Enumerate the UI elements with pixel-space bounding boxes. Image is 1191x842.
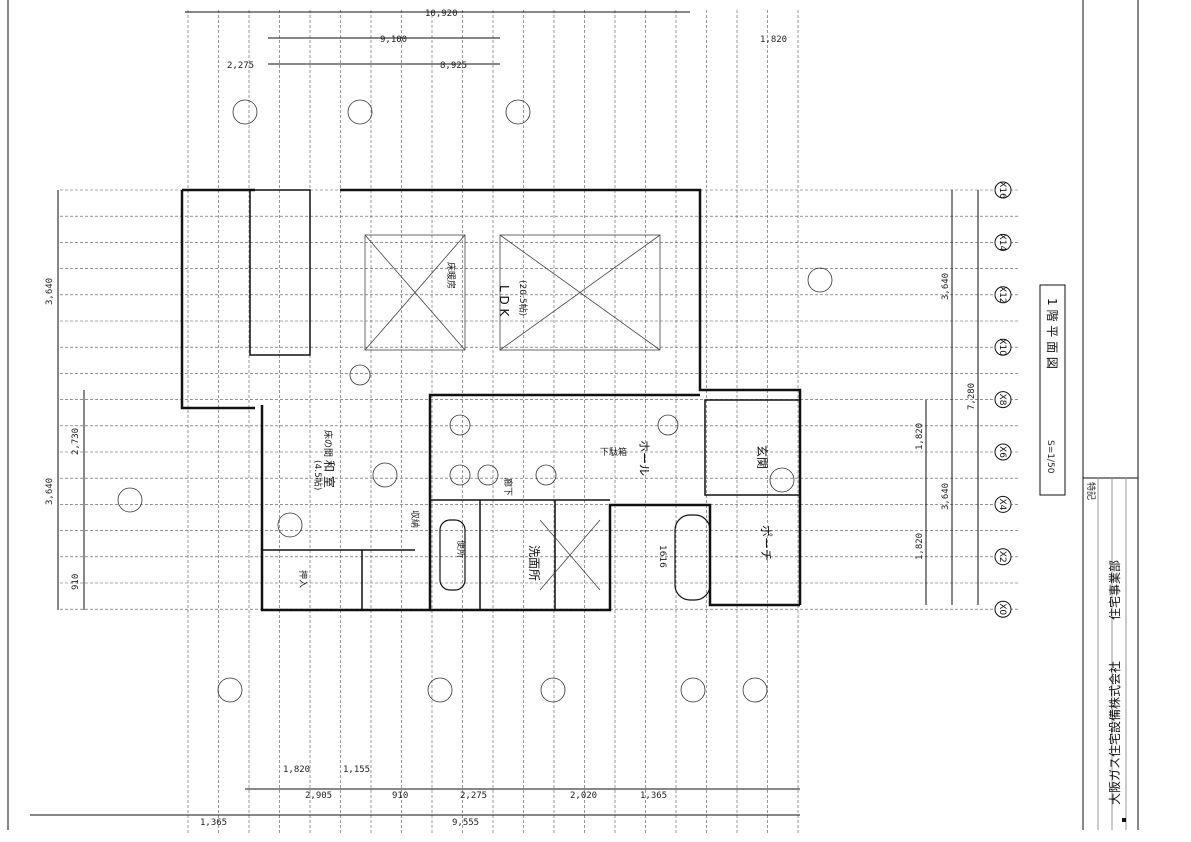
window-symbols	[117, 99, 833, 703]
dim-right-2: 7,280	[967, 383, 977, 410]
top-dimensions: 10,920 9,100 8,925 2,275 1,820	[185, 9, 787, 71]
grid-label: X2	[997, 551, 1007, 563]
room-ldk-size: (20.5帖)	[517, 280, 529, 316]
left-dimensions: 3,640 3,640 2,730 910	[7, 0, 85, 830]
grid-label: X6	[997, 446, 1007, 458]
grid-label: X10	[997, 338, 1007, 356]
dim-top-2: 9,100	[380, 35, 407, 45]
bottom-dimensions: 1,820 1,155 2,905 910 2,275 2,020 1,365 …	[30, 765, 800, 828]
room-ldk: L D K	[497, 285, 511, 318]
notes-label: 特記	[1085, 482, 1097, 500]
dim-right-3: 1,820	[915, 423, 925, 450]
dim-bottom-8: 1,365	[200, 818, 227, 828]
drawing-scale: S=1/50	[1045, 440, 1055, 474]
grid-bubble	[994, 495, 1012, 513]
dim-bottom-1: 1,820	[283, 765, 310, 775]
grid-bubble	[994, 548, 1012, 566]
dim-left-2: 3,640	[45, 478, 55, 505]
room-labels: L D K (20.5帖) 床暖房 和 室 (4.5帖) 床の間 押入 ホール …	[297, 262, 773, 588]
grid-label: X0	[997, 603, 1007, 615]
room-genkan: 玄関	[755, 445, 770, 469]
dim-top-5: 1,820	[760, 35, 787, 45]
grid-bubble	[994, 286, 1012, 304]
room-oshiire: 押入	[297, 570, 309, 588]
grid-bubble	[994, 338, 1012, 356]
dim-bottom-total: 9,555	[452, 818, 479, 828]
grid-bubble	[994, 391, 1012, 409]
room-senmen: 洗面所	[527, 545, 541, 581]
title-block: 1 階 平 面 図 S=1/50 特記 大阪ガス住宅設備株式会社 住宅事業部	[1039, 0, 1139, 830]
grid-bubble	[994, 443, 1012, 461]
right-dimensions: 3,640 7,280 1,820 3,640 1,820	[915, 190, 979, 605]
grid-label: X4	[997, 498, 1007, 510]
room-porch: ポーチ	[759, 525, 773, 561]
room-washitsu: 和 室	[322, 460, 337, 488]
room-storage: 収納	[409, 510, 421, 528]
dim-left-4: 910	[71, 574, 81, 590]
dim-right-5: 1,820	[915, 533, 925, 560]
grid-bubble	[994, 600, 1012, 618]
room-bath: 1616	[657, 545, 667, 568]
dim-bottom-5: 2,275	[460, 791, 487, 801]
dim-bottom-7: 1,365	[640, 791, 667, 801]
dim-bottom-3: 2,905	[305, 791, 332, 801]
room-shoe-box: 下駄箱	[600, 446, 627, 458]
dim-left-3: 2,730	[71, 428, 81, 455]
company-name: 大阪ガス住宅設備株式会社	[1107, 661, 1122, 805]
walls	[180, 188, 802, 612]
grid-bubble	[994, 181, 1012, 199]
dim-top-3: 8,925	[440, 61, 467, 71]
grid-label: X14	[997, 234, 1007, 252]
grid-label: X16	[997, 181, 1007, 199]
floor-heating-marks	[364, 234, 661, 591]
grid-lines	[60, 10, 1020, 835]
dim-left-1: 3,640	[45, 278, 55, 305]
dim-bottom-6: 2,020	[570, 791, 597, 801]
division-name: 住宅事業部	[1107, 560, 1122, 620]
grid-label: X12	[997, 286, 1007, 304]
room-corridor: 廊下	[502, 478, 514, 496]
drawing-title: 1 階 平 面 図	[1045, 298, 1060, 369]
dim-bottom-2: 1,155	[343, 765, 370, 775]
grid-label: X8	[997, 394, 1007, 406]
dim-right-1: 3,640	[941, 273, 951, 300]
room-toilet: 便所	[455, 540, 467, 558]
grid-bubble	[994, 233, 1012, 251]
room-tokonoma: 床の間	[322, 430, 334, 457]
floor-heating-note: 床暖房	[445, 262, 457, 289]
room-washitsu-size: (4.5帖)	[312, 460, 324, 490]
dim-right-4: 3,640	[941, 483, 951, 510]
dim-top-total: 10,920	[425, 9, 458, 19]
dim-top-4: 2,275	[227, 61, 254, 71]
dim-bottom-4: 910	[392, 791, 408, 801]
room-hall: ホール	[637, 440, 651, 476]
